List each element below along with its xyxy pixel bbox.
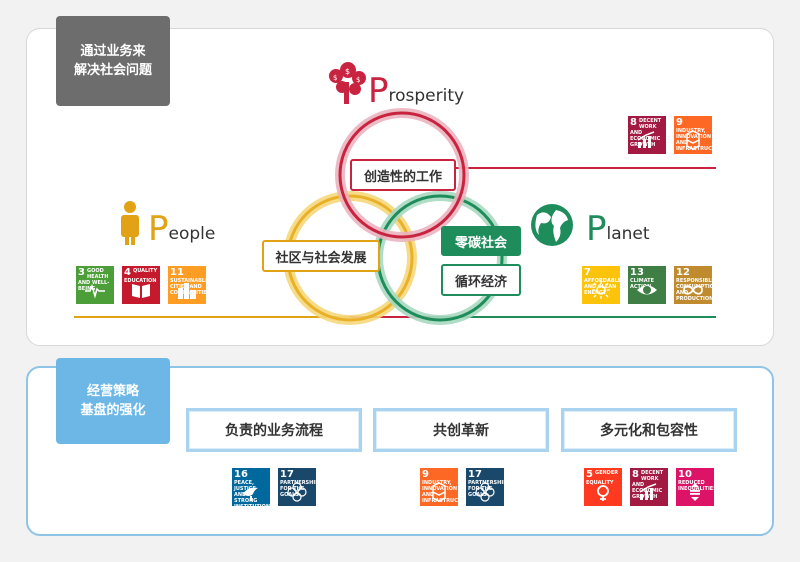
sdg-number: 10 [678,469,692,480]
creative-work-label: 创造性的工作 [350,159,456,191]
sdg-number: 5 [586,469,593,480]
svg-text:$: $ [333,74,337,82]
sdg-number: 17 [280,469,294,480]
svg-text:$: $ [356,76,360,84]
svg-text:$: $ [345,67,350,76]
business-solutions-tag: 通过业务来 解决社会问题 [56,16,170,106]
sdg-number: 7 [584,267,591,278]
sdg-title: AFFORDABLE AND CLEAN ENERGY [584,278,620,296]
sdg-number: 9 [676,117,683,128]
prosperity-rest: rosperity [388,86,465,106]
zero-carbon-label: 零碳社会 [441,226,521,256]
sdg-number: 8 [632,469,639,480]
sdg-title: CLIMATE ACTION [630,278,654,290]
planet-initial: P [586,209,607,249]
globe-icon [531,204,573,246]
person-icon [121,201,139,245]
circular-economy-label: 循环经济 [441,264,521,296]
planet-heading: P lanet [586,212,650,246]
sdg-number: 12 [676,267,690,278]
process-diversity-inclusion: 多元化和包容性 [561,408,737,452]
sdg-number: 8 [630,117,637,128]
strategy-foundation-tag: 经营策略 基盘的强化 [56,358,170,444]
sdg-title: REDUCED INEQUALITIES [678,480,714,492]
planet-circle [376,194,504,322]
prosperity-heading: P rosperity [368,74,464,108]
process-co-innovation: 共创革新 [373,408,549,452]
business-solutions-tag-text: 通过业务来 解决社会问题 [73,44,152,78]
community-label: 社区与社会发展 [262,240,380,272]
planet-rest: lanet [606,224,650,244]
sdg-number: 9 [422,469,429,480]
sdg-17-tile: 17PARTNERSHIPS FOR THE GOALS [466,468,504,506]
sdg-number: 3 [78,267,85,278]
people-heading: P eople [148,212,215,246]
sdg-number: 11 [170,267,184,278]
sdg-number: 13 [630,267,644,278]
strategy-foundation-tag-text: 经营策略 基盘的强化 [80,384,146,418]
zero-carbon-text: 零碳社会 [454,235,507,251]
process-responsible-business-text: 负责的业务流程 [225,423,323,439]
prosperity-circle [338,111,466,239]
sdg-title: GENDER EQUALITY [586,470,619,486]
process-responsible-business: 负责的业务流程 [186,408,362,452]
sdg-title: GOOD HEALTH AND WELL-BEING [78,268,110,292]
money-tree-icon: $ $ $ [329,62,366,104]
sdg-title: PEACE, JUSTICE AND STRONG INSTITUTIONS [234,480,270,506]
sdg-number: 17 [468,469,482,480]
people-rest: eople [168,224,216,244]
sdg-17-tile: 17PARTNERSHIPS FOR THE GOALS [278,468,316,506]
process-co-innovation-text: 共创革新 [433,423,489,439]
creative-work-text: 创造性的工作 [363,169,442,185]
sdg-number: 4 [124,267,131,278]
circular-economy-text: 循环经济 [454,274,507,290]
sdg-number: 16 [234,469,248,480]
people-initial: P [148,209,169,249]
sdg-title: QUALITY EDUCATION [124,268,158,284]
community-text: 社区与社会发展 [275,250,367,266]
process-diversity-inclusion-text: 多元化和包容性 [600,423,698,439]
sdg-title: RESPONSIBLE CONSUMPTION AND PRODUCTION [676,278,712,302]
prosperity-initial: P [368,71,389,111]
